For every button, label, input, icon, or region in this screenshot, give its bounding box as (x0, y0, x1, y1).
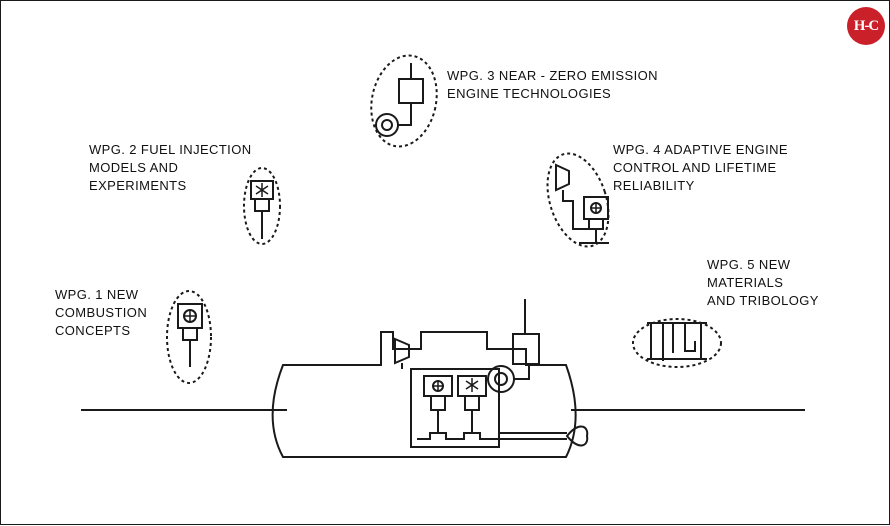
wpg1-line-3: CONCEPTS (55, 323, 131, 338)
wpg4-line-3: RELIABILITY (613, 178, 695, 193)
wpg2-line-1: WPG. 2 FUEL INJECTION (89, 142, 252, 157)
wpg4-line-1: WPG. 4 ADAPTIVE ENGINE (613, 142, 788, 157)
wpg1-line-1: WPG. 1 NEW (55, 287, 139, 302)
wpg5-line-2: MATERIALS (707, 275, 784, 290)
wpg2-line-3: EXPERIMENTS (89, 178, 187, 193)
wpg3-icon (370, 54, 438, 148)
wpg4-line-2: CONTROL AND LIFETIME (613, 160, 777, 175)
wpg5-line-3: AND TRIBOLOGY (707, 293, 819, 308)
wpg5-icon (632, 318, 722, 368)
engine-room (394, 299, 589, 448)
wpg2-line-2: MODELS AND (89, 160, 179, 175)
wpg2-icon (243, 167, 281, 245)
ship-hull (271, 331, 577, 458)
wpg1-line-2: COMBUSTION (55, 305, 148, 320)
wpg1-icon (166, 290, 212, 384)
wpg5-line-1: WPG. 5 NEW (707, 257, 791, 272)
wpg3-line-1: WPG. 3 NEAR - ZERO EMISSION (447, 68, 658, 83)
wpg3-line-2: ENGINE TECHNOLOGIES (447, 86, 612, 101)
wpg4-icon (546, 152, 610, 248)
wpg5-label: WPG. 5 NEW MATERIALS AND TRIBOLOGY (707, 256, 819, 310)
hc-logo: H-C (847, 7, 885, 45)
wpg4-label: WPG. 4 ADAPTIVE ENGINE CONTROL AND LIFET… (613, 141, 788, 195)
wpg1-label: WPG. 1 NEW COMBUSTION CONCEPTS (55, 286, 147, 340)
wpg3-label: WPG. 3 NEAR - ZERO EMISSION ENGINE TECHN… (447, 67, 658, 103)
wpg2-label: WPG. 2 FUEL INJECTION MODELS AND EXPERIM… (89, 141, 252, 195)
